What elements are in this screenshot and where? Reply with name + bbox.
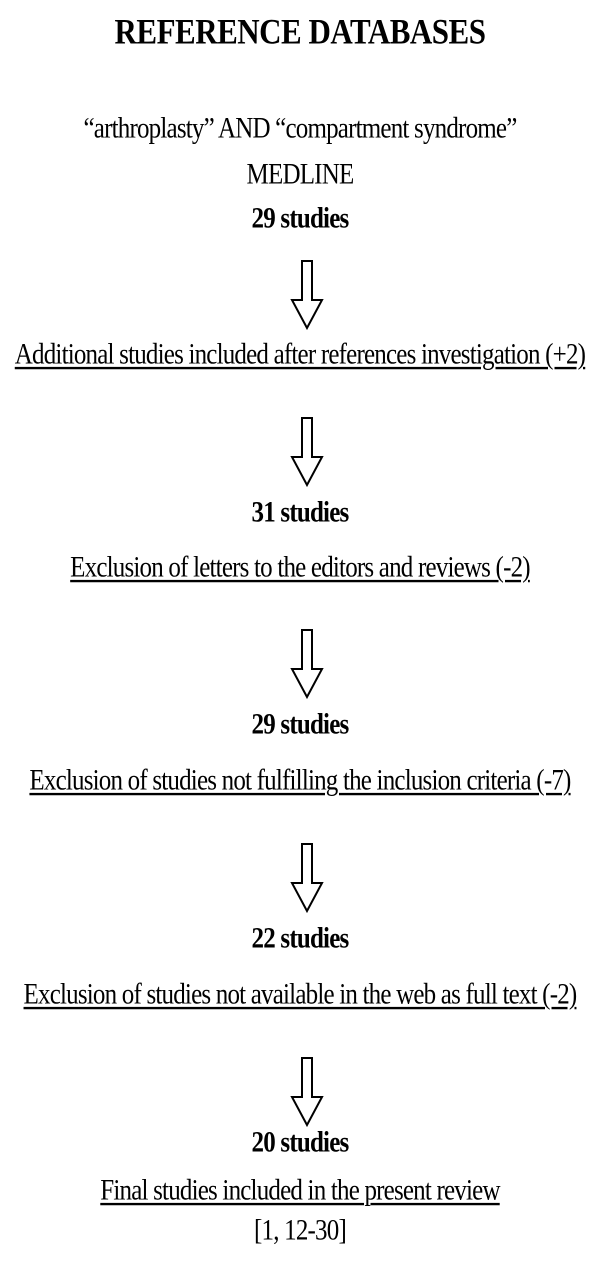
step-exclusion-full-text: Exclusion of studies not available in th…	[23, 978, 578, 1011]
study-count-29: 29 studies	[251, 708, 350, 741]
step-exclusion-criteria: Exclusion of studies not fulfilling the …	[29, 764, 571, 797]
down-arrow-icon	[290, 260, 324, 330]
diagram-title: REFERENCE DATABASES	[114, 11, 486, 52]
reference-list: [1, 12-30]	[254, 1214, 347, 1247]
step-exclusion-letters: Exclusion of letters to the editors and …	[70, 551, 530, 584]
study-count-31: 31 studies	[251, 496, 350, 529]
study-count-22: 22 studies	[251, 922, 350, 955]
down-arrow-icon	[290, 629, 324, 699]
down-arrow-icon	[290, 843, 324, 913]
step-additional-studies: Additional studies included after refere…	[14, 338, 586, 371]
search-database: MEDLINE	[246, 158, 355, 191]
down-arrow-icon	[290, 1057, 324, 1127]
study-count-20: 20 studies	[251, 1126, 350, 1159]
down-arrow-icon	[290, 417, 324, 487]
search-query: “arthroplasty” AND “compartment syndrome…	[83, 112, 517, 145]
initial-study-count: 29 studies	[251, 202, 350, 235]
step-final-studies: Final studies included in the present re…	[100, 1174, 500, 1207]
